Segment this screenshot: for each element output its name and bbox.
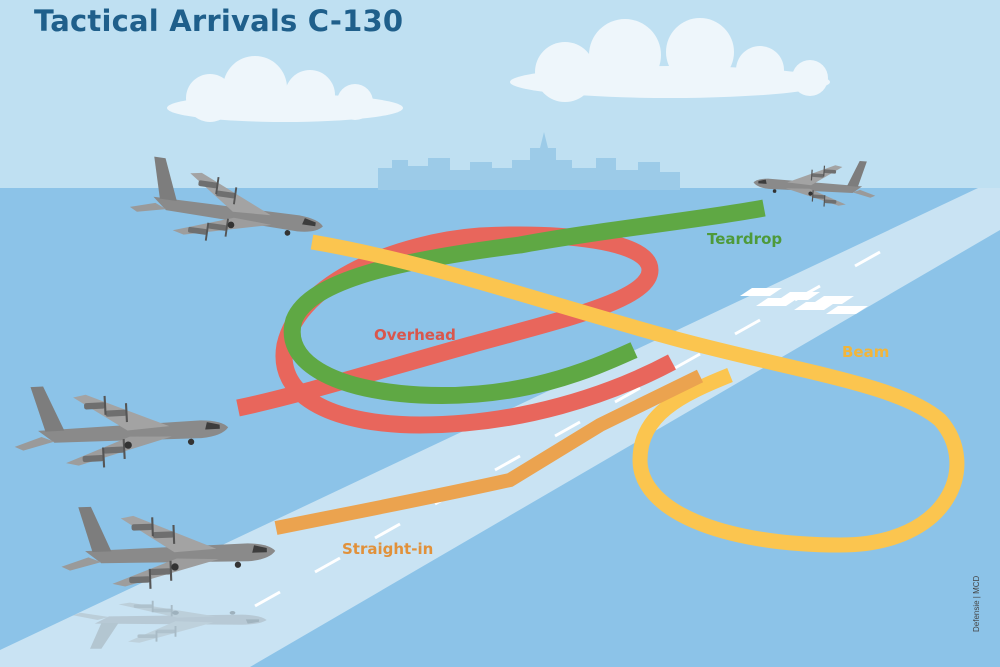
town-skyline: [378, 132, 680, 190]
image-credit: Defensie | MCD: [972, 575, 981, 632]
label-teardrop: Teardrop: [707, 230, 783, 248]
label-overhead: Overhead: [374, 326, 456, 344]
cloud-right: [510, 18, 830, 102]
beam-track: [310, 234, 965, 553]
label-straight-in: Straight-in: [342, 540, 434, 558]
cloud-left: [167, 56, 403, 122]
straight-in-track: [274, 369, 704, 535]
teardrop-track: [283, 199, 766, 405]
runway-threshold-marks: [740, 288, 868, 314]
page-title: Tactical Arrivals C-130: [34, 4, 404, 38]
overhead-track: [236, 226, 676, 434]
label-beam: Beam: [842, 343, 890, 361]
sky: [0, 0, 1000, 190]
